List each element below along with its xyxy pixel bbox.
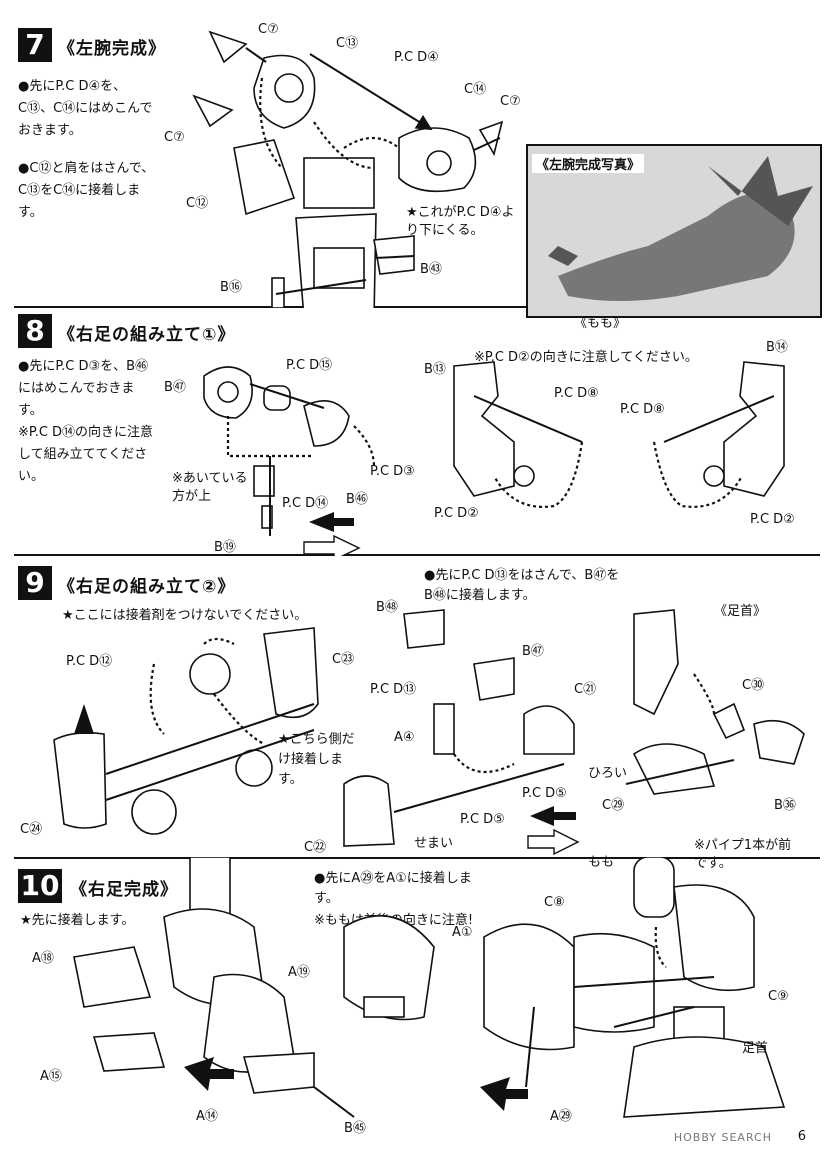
part-label: A⑱ [32,951,54,966]
part-label: C⑦ [500,94,521,109]
part-label: B㊽ [376,600,398,615]
part-label: P.C D⑬ [370,682,417,697]
part-label: P.C D⑫ [66,654,113,669]
part-label: A⑲ [288,965,310,980]
part-label: A④ [394,730,415,745]
part-label: B⑭ [766,340,788,355]
size-label: せまい [414,836,454,851]
step-title: 《右足の組み立て①》 [58,325,236,345]
part-label: B㊼ [522,644,544,659]
step-note: ●C⑫と肩をはさんで、C⑬をC⑭に接着します。 [18,161,155,220]
part-label: B⑬ [424,362,446,377]
right-leg-2-diagram [53,609,805,856]
step-number: 10 [18,869,62,903]
momo-label: もも [588,855,615,870]
step-number: 9 [18,566,52,600]
part-label: P.C D⑧ [554,386,599,401]
part-label: C㉒ [304,840,327,855]
part-label: B⑯ [220,280,242,295]
size-label: ひろい [588,766,628,781]
part-label: P.C D② [434,506,479,521]
part-label: C⑧ [544,895,565,910]
star-note: ★ここには接着剤をつけないでください。 [62,608,308,623]
part-label: C㉔ [20,822,43,837]
part-label: P.C D⑤ [460,812,505,827]
completed-photo: 《左腕完成写真》 [526,144,822,318]
star-note: ★先に接着します。 [20,913,135,928]
step-note: ●先にP.C D③を、B㊻にはめこんでおきます。 [18,359,149,418]
step-title: 《右足の組み立て②》 [58,577,236,597]
part-label: C⑨ [768,989,789,1004]
step-title: 《左腕完成》 [58,39,166,59]
part-label: A⑭ [196,1109,218,1124]
page-number: 6 [797,1129,806,1144]
part-label: C⑦ [164,130,185,145]
step-note: ●先にP.C D④を、C⑬、C⑭にはめこんでおきます。 [18,79,153,138]
right-leg-complete-diagram [73,857,786,1118]
note-label: ★こちら側だけ接着します。 [278,732,355,787]
step-title: 《右足完成》 [70,880,178,900]
left-arm-diagram [192,30,504,308]
part-label: P.C D⑭ [282,496,329,511]
part-label: B㊺ [344,1121,366,1136]
part-label: C⑭ [464,82,487,97]
note-label: ★これがP.C D④より下にくる。 [406,205,515,238]
part-label: C⑬ [336,36,359,51]
step-10-section: 10 《右足完成》 ★先に接着します。 ●先にA㉙をA①に接着します。 ※ももは… [14,838,820,1137]
part-label: C⑦ [258,22,279,37]
part-label: B㊻ [346,492,368,507]
part-label: A⑮ [40,1069,62,1084]
step-number: 7 [18,28,52,62]
part-label: A① [452,925,473,940]
part-label: B㊸ [420,262,442,277]
step-note: ●先にP.C D⑬をはさんで、B㊼をB㊽に接着します。 [424,568,620,603]
part-label: 足首 [742,1041,769,1056]
step-9-section: 9 《右足の組み立て②》 ★ここには接着剤をつけないでください。 ●先にP.C … [14,554,820,859]
sub-title: 《足首》 [714,604,767,619]
part-label: P.C D⑤ [522,786,567,801]
sub-title: 《もも》 [574,316,627,331]
part-label: P.C D⑮ [286,358,333,373]
part-label: P.C D⑧ [620,402,665,417]
right-leg-1-diagram [203,361,785,556]
step-8-section: 8 《右足の組み立て①》 ●先にP.C D③を、B㊻にはめこんでおきます。 ※P… [14,306,820,556]
part-label: P.C D② [750,512,795,527]
part-label: B㊱ [774,798,796,813]
photo-caption: 《左腕完成写真》 [532,154,645,173]
part-label: C⑫ [186,196,209,211]
part-label: P.C D④ [394,50,439,65]
part-label: B㊼ [164,380,186,395]
step-note: ※P.C D⑭の向きに注意して組み立ててください。 [18,425,154,484]
note-label: ※あいている方が上 [172,471,248,504]
step-7-section: 7 《左腕完成》 ●先にP.C D④を、C⑬、C⑭にはめこんでおきます。 ●C⑫… [14,18,822,318]
part-label: C㉚ [742,678,765,693]
part-label: C㉑ [574,682,597,697]
part-label: A㉙ [550,1109,572,1124]
pipe-note: ※パイプ1本が前です。 [694,838,792,871]
step-number: 8 [18,314,52,348]
part-label: C㉙ [602,798,625,813]
part-label: C㉓ [332,652,355,667]
photo-image [528,146,820,316]
part-label: B⑲ [214,540,236,555]
part-label: P.C D③ [370,464,415,479]
caution-note: ※P.C D②の向きに注意してください。 [474,350,698,365]
watermark: HOBBY SEARCH [673,1131,772,1144]
step-note: ●先にA㉙をA①に接着します。 [314,871,472,906]
